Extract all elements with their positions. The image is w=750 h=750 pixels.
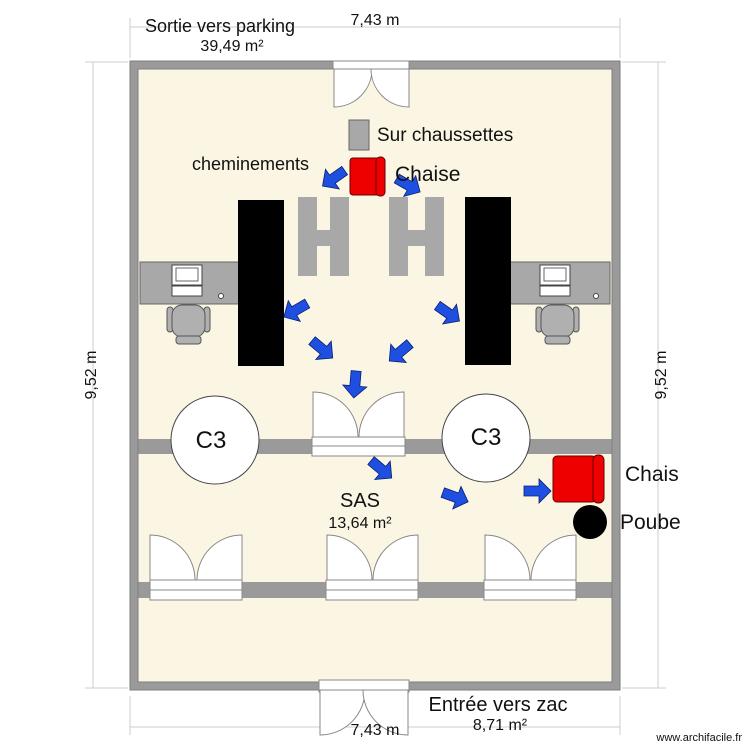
label-chaise-top: Chaise bbox=[395, 163, 460, 186]
desk-left bbox=[139, 261, 241, 305]
door-hatching bbox=[150, 445, 576, 591]
desk-right bbox=[509, 261, 611, 305]
room-name-main: Sortie vers parking bbox=[145, 16, 295, 36]
label-chaise-sas: Chais bbox=[625, 463, 679, 486]
dimension-bottom: 7,43 m bbox=[351, 722, 400, 739]
dimension-top: 7,43 m bbox=[351, 12, 400, 29]
room-name-sas: SAS bbox=[340, 490, 380, 512]
room-area-main: 39,49 m² bbox=[200, 38, 264, 55]
dimension-left: 9,52 m bbox=[83, 351, 100, 400]
label-c3-left: C3 bbox=[196, 427, 227, 454]
office-chair-left bbox=[166, 304, 211, 345]
black-cabinet-right bbox=[465, 197, 511, 365]
label-sur-chaussettes: Sur chaussettes bbox=[377, 125, 513, 146]
watermark: www.archifacile.fr bbox=[655, 732, 742, 744]
room-area-entrance: 8,71 m² bbox=[473, 717, 528, 734]
dimension-right: 9,52 m bbox=[653, 351, 670, 400]
main-room-floor bbox=[138, 69, 612, 439]
overshoe-box bbox=[348, 119, 370, 151]
label-cheminements: cheminements bbox=[192, 154, 309, 174]
red-armchair-top bbox=[349, 156, 386, 197]
h-shelf-right bbox=[389, 197, 444, 276]
red-armchair-sas bbox=[552, 454, 605, 504]
round-table-right bbox=[441, 393, 531, 483]
entrance-floor bbox=[138, 598, 612, 682]
dimension-lines bbox=[85, 18, 666, 735]
office-chair-right bbox=[535, 304, 580, 345]
black-cabinet-left bbox=[238, 200, 284, 366]
trash-bin bbox=[573, 505, 607, 539]
room-area-sas: 13,64 m² bbox=[328, 515, 392, 532]
door-swings bbox=[149, 68, 577, 736]
room-name-entrance: Entrée vers zac bbox=[429, 694, 568, 716]
h-shelf-left bbox=[298, 197, 349, 276]
label-c3-right: C3 bbox=[471, 424, 502, 451]
label-poubelle: Poube bbox=[620, 511, 681, 534]
round-table-left bbox=[170, 395, 260, 485]
